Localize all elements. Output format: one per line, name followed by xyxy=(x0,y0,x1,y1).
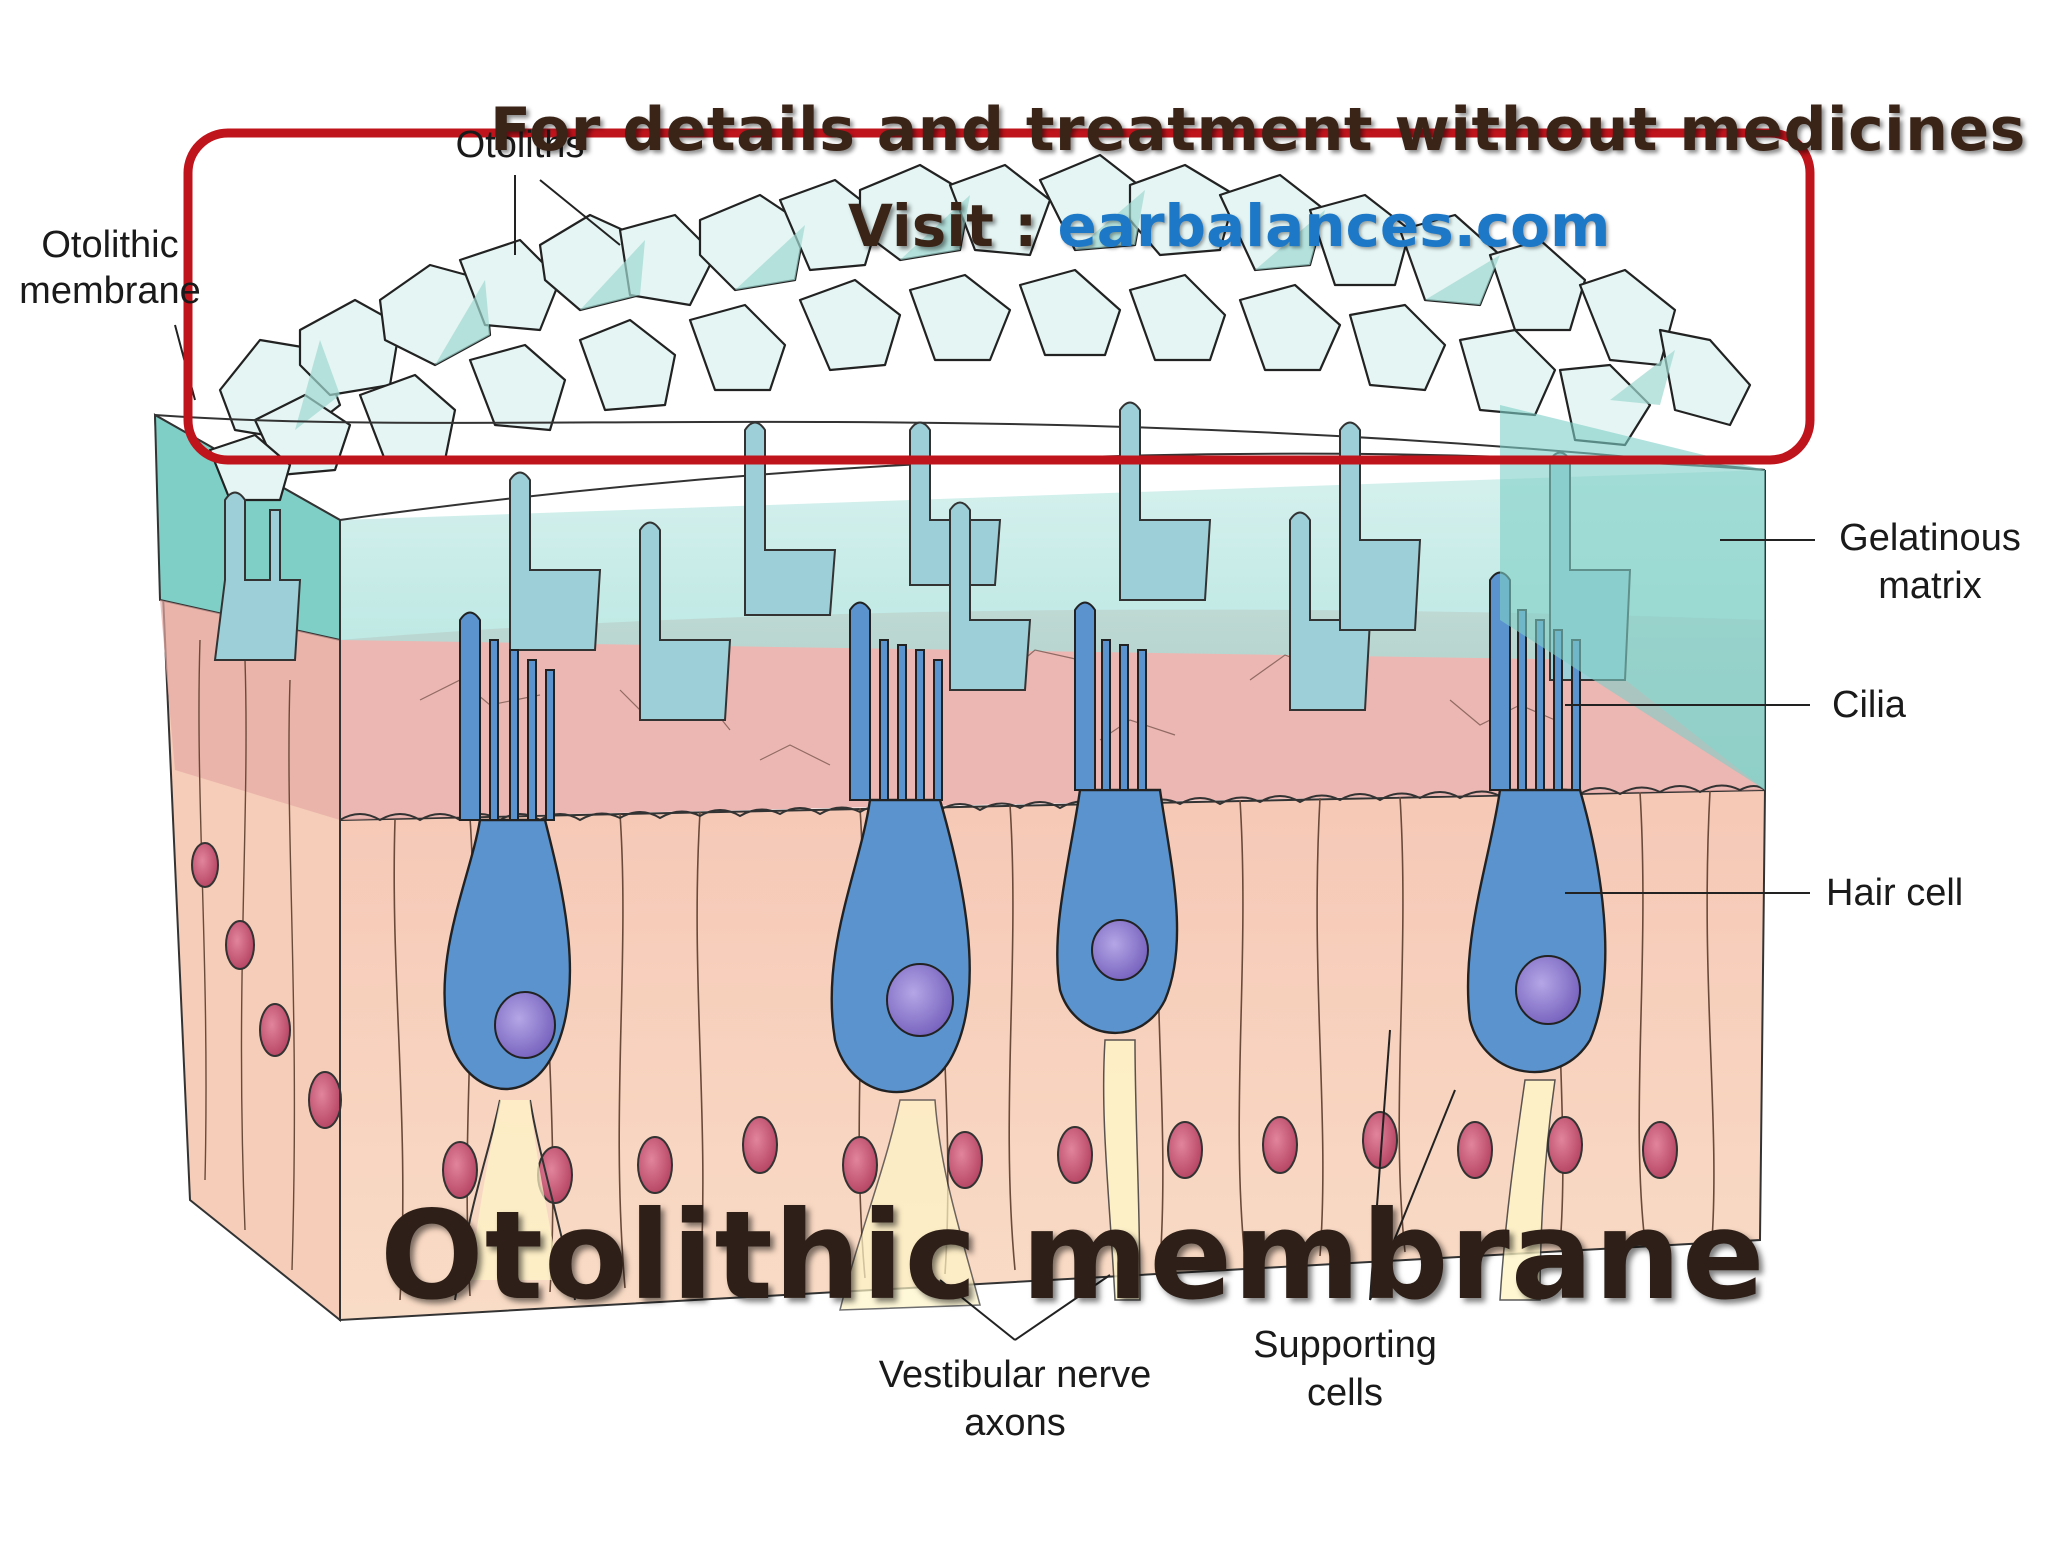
banner-text: For details and treatment without medici… xyxy=(490,95,2026,165)
otolith-crystals xyxy=(208,153,1752,502)
hair-cell-2 xyxy=(830,601,981,1311)
hair-cell-4 xyxy=(1466,571,1607,1301)
otolithic-membrane-label-line1: Otolithic xyxy=(41,224,179,266)
supporting-cell-layer xyxy=(198,639,1767,1322)
crystal-facets xyxy=(295,190,1675,430)
otolithic-membrane-label-line2: membrane xyxy=(19,270,201,312)
otoliths-label: Otoliths xyxy=(455,124,585,166)
block-left-face xyxy=(153,413,341,1323)
gelatinous-matrix-label-line2: matrix xyxy=(1878,565,1982,607)
highlight-box xyxy=(183,128,1815,465)
hair-cell-label: Hair cell xyxy=(1826,872,1964,914)
cilia-label: Cilia xyxy=(1832,684,1906,726)
otolithic-membrane-surface xyxy=(154,414,1766,471)
vestibular-nerve-label-line1: Vestibular nerve xyxy=(878,1354,1152,1396)
banner-visit-line: Visit : earbalances.com xyxy=(848,192,1610,260)
hair-cells xyxy=(443,571,1607,1311)
page-title: Otolithic membrane xyxy=(380,1185,1766,1327)
hair-cell-1 xyxy=(443,611,576,1301)
gelatinous-matrix-label-line1: Gelatinous xyxy=(1839,517,2021,559)
vestibular-nerve-label-line2: axons xyxy=(964,1402,1066,1444)
supporting-cells-label-line1: Supporting xyxy=(1253,1324,1437,1366)
website-link[interactable]: earbalances.com xyxy=(1057,192,1611,260)
supporting-cell-nuclei xyxy=(191,842,1678,1204)
gel-right-face xyxy=(1500,405,1765,790)
hair-cell-3 xyxy=(1056,601,1179,1301)
visit-prefix: Visit : xyxy=(848,192,1058,260)
supporting-cells-label-line2: cells xyxy=(1306,1372,1384,1414)
